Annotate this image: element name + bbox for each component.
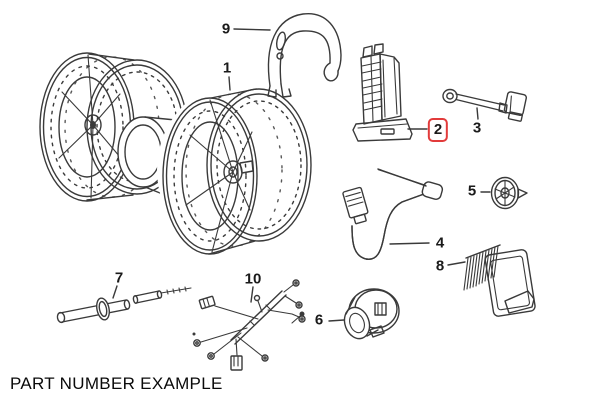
leader-line-1 [228,76,231,91]
leader-line-10 [250,286,254,303]
part-label-1[interactable]: 1 [222,59,232,77]
part-10-wiring-harness [193,279,306,371]
part-label-9[interactable]: 9 [221,20,231,38]
part-label-5[interactable]: 5 [467,182,477,200]
leader-line-9 [233,28,271,31]
part-1-right-fan-wheel [157,84,313,256]
leader-line-7 [112,285,118,299]
part-9-clamp-bracket [267,13,342,98]
part-label-4[interactable]: 4 [435,234,445,252]
leader-lines [112,28,491,322]
part-5-knob [490,176,528,210]
part-8-final-stage-unit [463,244,536,317]
part-2-resistor-unit [352,43,413,142]
part-6-actuator-motor [291,288,400,340]
part-label-6[interactable]: 6 [314,311,324,329]
part-label-8[interactable]: 8 [435,257,445,275]
part-3-link-rod [442,88,528,122]
caption-part-number-example: PART NUMBER EXAMPLE [10,374,223,393]
part-4-sensor-cable [342,168,444,260]
part-label-10[interactable]: 10 [244,270,262,288]
part-label-3[interactable]: 3 [472,119,482,137]
leader-line-4 [389,242,430,245]
leader-line-6 [328,319,345,322]
part-label-7[interactable]: 7 [114,269,124,287]
leader-line-8 [447,261,466,266]
part-label-2-highlighted[interactable]: 2 [427,118,449,142]
leader-line-3 [476,107,479,120]
part-7-shaft [56,286,196,336]
